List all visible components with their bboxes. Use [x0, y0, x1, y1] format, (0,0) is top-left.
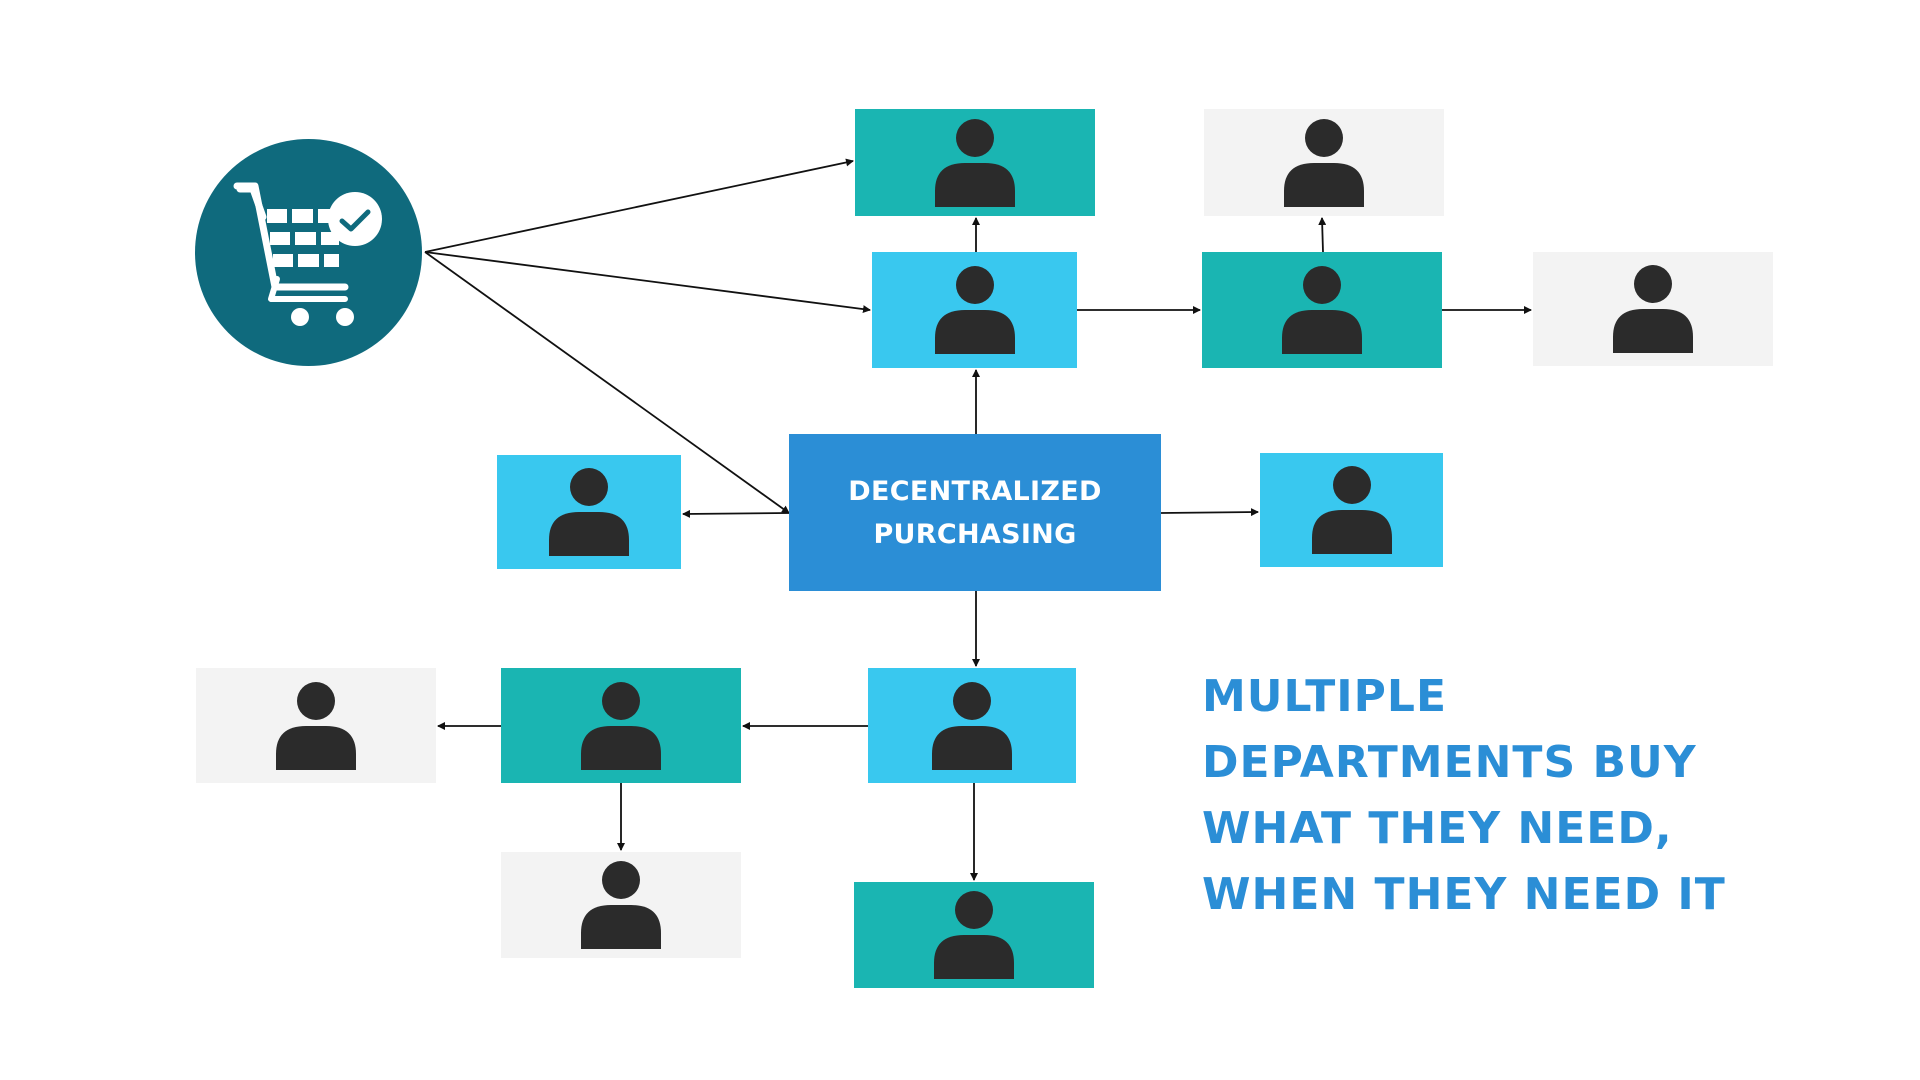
center-label: DECENTRALIZED PURCHASING — [830, 470, 1120, 556]
node-upper-blue — [872, 252, 1077, 368]
caption-line-3: WHAT THEY NEED, — [1202, 803, 1673, 854]
person-icon — [932, 681, 1012, 770]
arrow-cart-to-upper-blue — [424, 251, 871, 314]
node-lower-blue — [868, 668, 1076, 783]
person-icon — [549, 468, 629, 556]
node-bottom-teal — [854, 882, 1094, 988]
person-icon — [1311, 466, 1392, 554]
arrow-center-to-left-blue — [682, 509, 790, 518]
node-right-blue — [1260, 453, 1443, 567]
person-icon — [1613, 265, 1693, 353]
caption: MULTIPLE DEPARTMENTS BUY WHAT THEY NEED,… — [1202, 664, 1762, 928]
node-upper-right-teal — [1202, 252, 1442, 368]
arrow-cart-to-top-teal — [424, 158, 854, 253]
node-top-teal — [855, 109, 1095, 216]
person-icon — [276, 681, 356, 770]
person-icon — [1284, 118, 1364, 207]
person-icon — [581, 681, 661, 770]
arrow-center-to-right-blue — [1160, 508, 1259, 517]
node-left-blue — [497, 455, 681, 569]
center-label-line-1: DECENTRALIZED — [848, 475, 1102, 507]
person-icon — [935, 118, 1015, 207]
shopping-cart-circle — [195, 139, 422, 366]
caption-line-2: DEPARTMENTS BUY — [1202, 737, 1697, 788]
node-far-right-grey — [1533, 252, 1773, 366]
person-icon — [934, 891, 1014, 979]
node-bottom-mid-grey — [501, 852, 741, 958]
person-icon — [1282, 266, 1362, 354]
person-icon — [581, 861, 661, 949]
node-top-right-grey — [1204, 109, 1444, 216]
arrow-cart-to-center — [424, 251, 790, 514]
shopping-cart-check-icon — [195, 139, 422, 366]
center-label-line-2: PURCHASING — [873, 518, 1077, 550]
caption-line-4: WHEN THEY NEED IT — [1202, 869, 1726, 920]
node-bottom-left-grey — [196, 668, 436, 783]
arrow-right-teal-to-top-grey — [1318, 217, 1327, 253]
caption-line-1: MULTIPLE — [1202, 671, 1447, 722]
person-icon — [934, 266, 1015, 354]
decentralized-purchasing-box: DECENTRALIZED PURCHASING — [789, 434, 1161, 591]
node-lower-left-teal — [501, 668, 741, 783]
